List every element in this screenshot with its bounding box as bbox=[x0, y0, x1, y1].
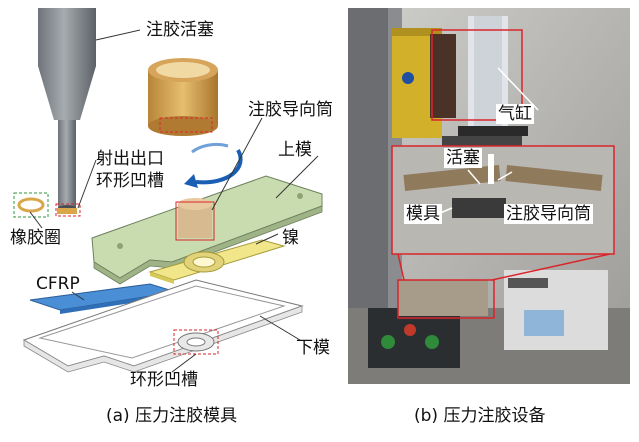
label-rubber-ring: 橡胶圈 bbox=[10, 228, 61, 248]
guide-tube bbox=[178, 198, 212, 238]
label-guide-tube-photo: 注胶导向筒 bbox=[504, 204, 593, 224]
injection-nozzle bbox=[38, 8, 96, 214]
lower-die bbox=[22, 279, 304, 373]
mold-schematic: 注胶活塞 射出出口 环形凹槽 注胶导向筒 上模 橡胶圈 镍 CFRP 下模 环形… bbox=[0, 0, 345, 400]
leader-lines bbox=[29, 29, 319, 373]
caption-left: (a) 压力注胶模具 bbox=[106, 406, 238, 426]
rotation-arrow-head bbox=[184, 174, 198, 188]
label-cylinder: 气缸 bbox=[496, 104, 534, 124]
label-nozzle-groove: 射出出口 环形凹槽 bbox=[96, 149, 164, 191]
rotation-arrow-tail bbox=[191, 142, 229, 154]
rotation-arrow bbox=[195, 149, 243, 185]
equipment-photo-drawing bbox=[348, 8, 630, 384]
nickel-strip bbox=[148, 239, 286, 284]
label-lower-die: 下模 bbox=[296, 338, 330, 358]
label-nickel: 镍 bbox=[282, 228, 299, 248]
caption-right: (b) 压力注胶设备 bbox=[414, 406, 546, 426]
nozzle-groove-highlight bbox=[55, 203, 81, 217]
label-cfrp: CFRP bbox=[36, 274, 80, 294]
equipment-photo: 气缸 活塞 模具 注胶导向筒 bbox=[348, 8, 630, 384]
label-annular-groove: 环形凹槽 bbox=[130, 370, 198, 390]
label-mold: 模具 bbox=[404, 204, 442, 224]
label-upper-die: 上模 bbox=[278, 140, 312, 160]
mold-schematic-drawing bbox=[13, 8, 323, 373]
injection-piston-part bbox=[148, 58, 218, 136]
guide-tube-highlight bbox=[175, 201, 215, 241]
rubber-ring bbox=[17, 197, 45, 213]
piston-bottom-highlight bbox=[159, 117, 213, 133]
label-injection-piston: 注胶活塞 bbox=[146, 20, 214, 40]
label-piston: 活塞 bbox=[444, 148, 482, 168]
rubber-ring-box bbox=[13, 192, 49, 218]
label-guide-tube: 注胶导向筒 bbox=[248, 100, 333, 120]
